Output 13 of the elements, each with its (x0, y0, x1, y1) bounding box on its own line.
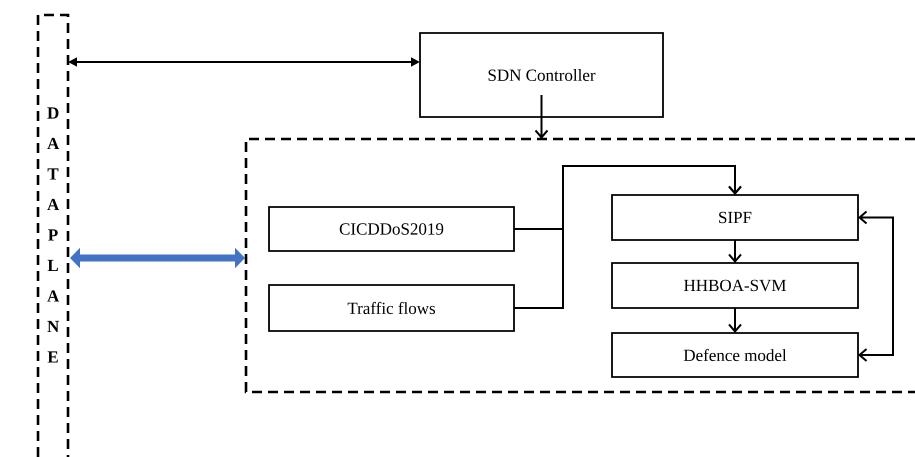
arrow (728, 240, 742, 263)
process-box: Defence model (611, 332, 859, 378)
arrow (858, 210, 894, 362)
process-box: Traffic flows (268, 284, 515, 332)
process-box: SIPF (611, 194, 859, 241)
process-box: HHBOA-SVM (611, 262, 859, 309)
arrow (728, 308, 742, 333)
arrow (534, 95, 548, 139)
dashed-band: DATA PLANE (36, 14, 70, 457)
arrow (514, 165, 742, 309)
process-box: CICDDoS2019 (268, 206, 515, 252)
process-box: SDN Controller (419, 32, 664, 118)
dashed-group-box (244, 138, 915, 394)
